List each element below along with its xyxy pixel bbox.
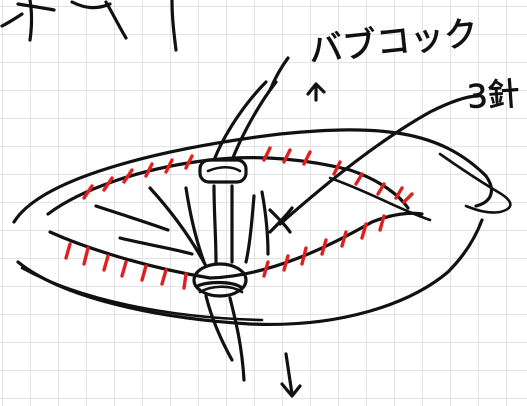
tissue-strands <box>96 186 292 266</box>
babcock-clamp-top <box>200 58 288 182</box>
label-babcock: バブコック <box>307 13 480 71</box>
label-three-stitches: 3針 <box>466 74 521 116</box>
pointer-arrow-up <box>308 84 324 100</box>
cropped-top-handwriting <box>2 0 176 50</box>
pointer-arrow-down <box>282 354 300 396</box>
suture-thread-tail <box>440 154 510 213</box>
